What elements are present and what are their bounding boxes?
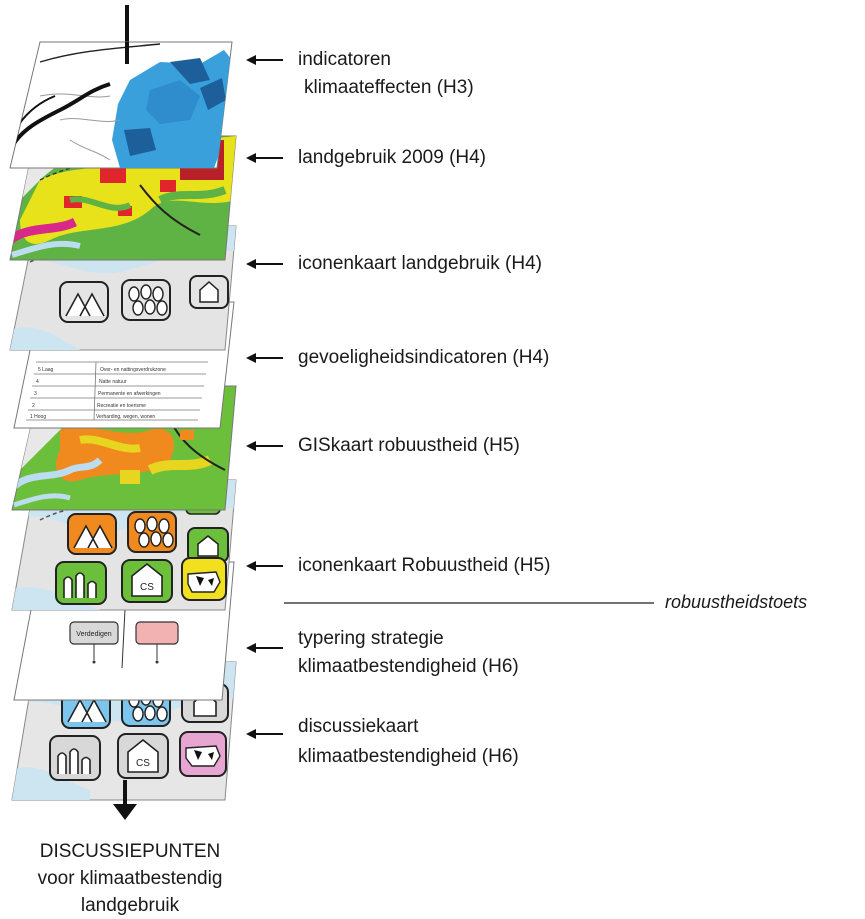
label-typering-strategie: typering strategie	[298, 628, 444, 649]
table-row-2-level: 4	[36, 379, 39, 385]
label-klimaateffecten: klimaateffecten (H3)	[304, 77, 474, 98]
table-row-3-text: Permanente en afwerkingen	[98, 391, 161, 397]
strategy-box-left-text: Verdedigen	[76, 631, 112, 638]
label-robuustheidstoets: robuustheidstoets	[665, 592, 808, 612]
output-discussiepunten: DISCUSSIEPUNTEN voor klimaatbestendig la…	[0, 838, 260, 919]
table-row-1-text: Over- en nattingsverdrukzone	[100, 367, 166, 373]
table-row-1-level: 5 Laag	[38, 367, 54, 373]
layer-indicatoren-klimaateffecten	[9, 41, 233, 169]
label-giskaart-robuustheid: GISkaart robuustheid (H5)	[298, 435, 520, 456]
table-row-4-text: Recreatie en toerisme	[97, 403, 146, 409]
label-arrows	[246, 55, 283, 739]
label-gevoeligheidsindicatoren: gevoeligheidsindicatoren (H4)	[298, 347, 550, 368]
label-discussiekaart-klimaatbestendigheid: klimaatbestendigheid (H6)	[298, 746, 519, 767]
table-row-5-level: 1 Hoog	[30, 414, 46, 420]
output-line-2: voor klimaatbestendig	[37, 868, 223, 889]
output-line-1: DISCUSSIEPUNTEN	[39, 841, 221, 862]
table-row-5-text: Verharding, wegen, wonen	[96, 414, 155, 420]
label-iconenkaart-landgebruik: iconenkaart landgebruik (H4)	[298, 253, 542, 274]
discuss-icon-cs-text: CS	[136, 758, 150, 769]
table-row-3-level: 3	[34, 391, 37, 397]
strategy-box-right	[135, 621, 179, 645]
sensitivity-table: 5 Laag Over- en nattingsverdrukzone 4 Na…	[26, 361, 208, 421]
robust-icon-cs-text: CS	[140, 582, 154, 593]
label-discussiekaart: discussiekaart	[298, 716, 419, 737]
table-row-2-text: Natte natuur	[99, 379, 127, 385]
output-arrowhead	[113, 804, 137, 820]
label-landgebruik-2009: landgebruik 2009 (H4)	[298, 147, 487, 168]
label-iconenkaart-robuustheid: iconenkaart Robuustheid (H5)	[298, 555, 551, 576]
label-typering-klimaatbestendigheid: klimaatbestendigheid (H6)	[298, 656, 519, 677]
label-indicatoren: indicatoren	[298, 49, 391, 70]
output-line-3: landgebruik	[80, 895, 180, 916]
table-row-4-level: 2	[32, 403, 35, 409]
